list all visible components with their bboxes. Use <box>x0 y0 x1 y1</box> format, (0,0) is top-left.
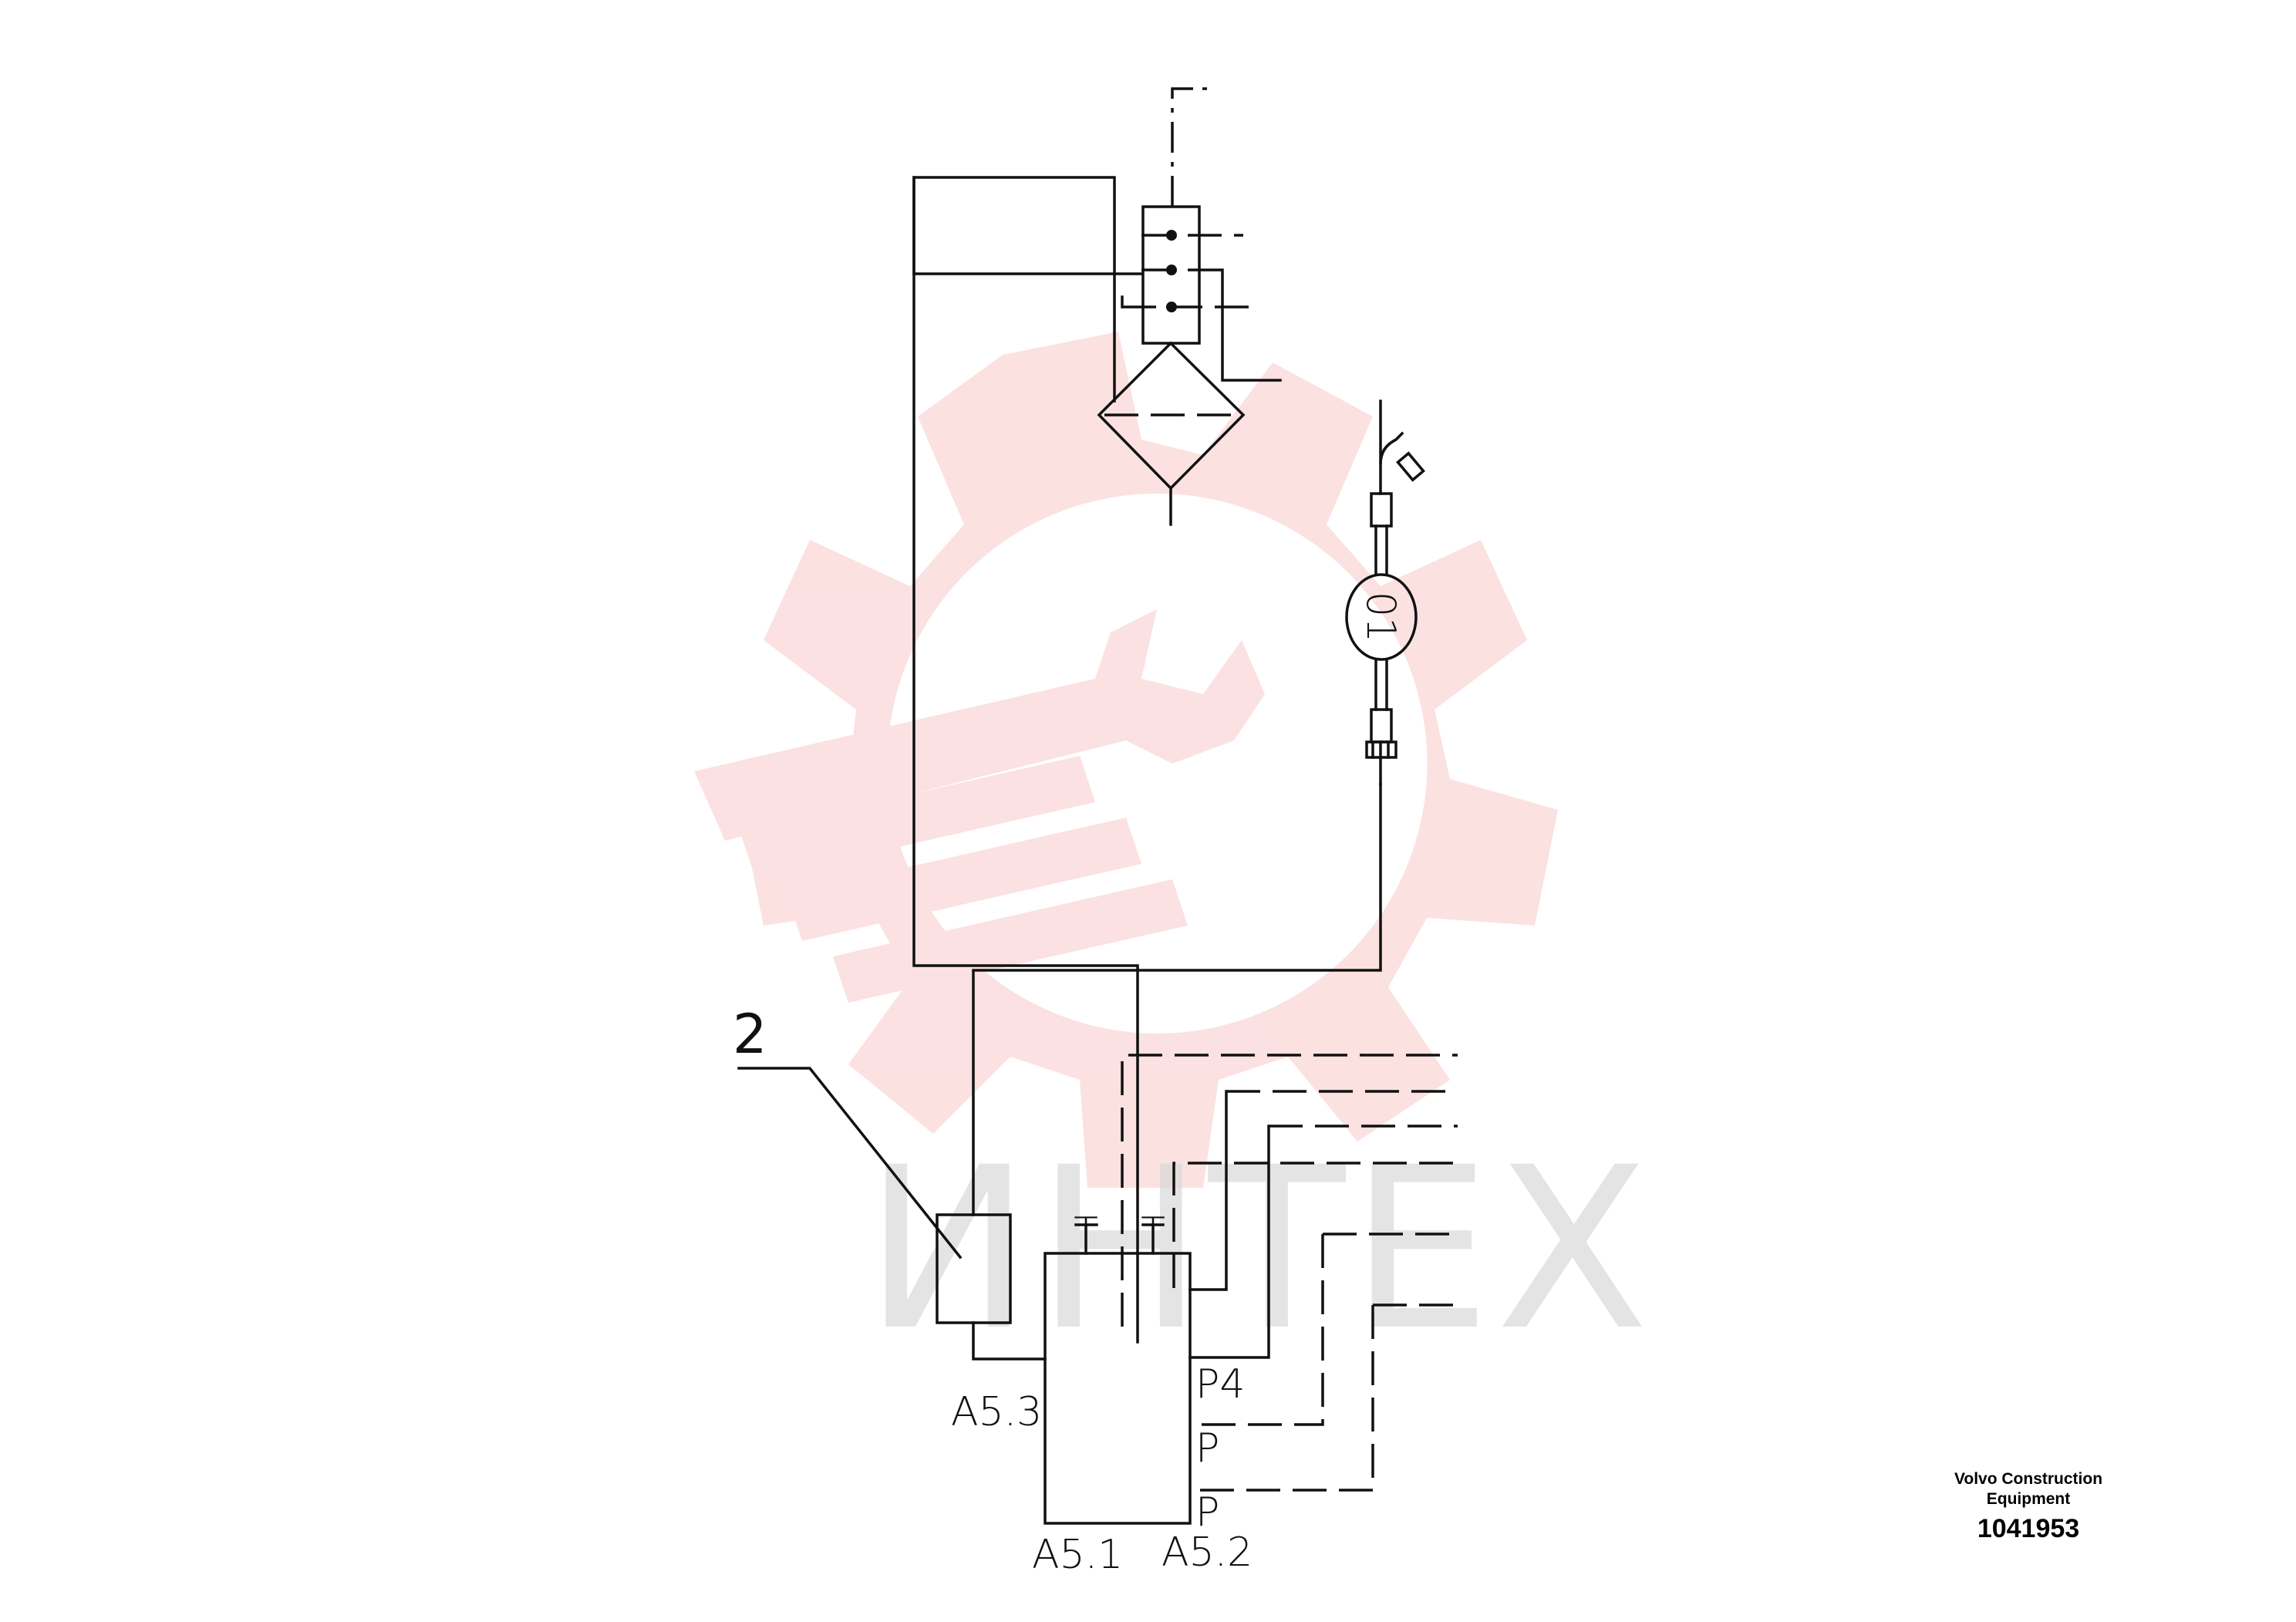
port-p-lower: P <box>1195 1489 1219 1536</box>
watermark-text: ИНТЕХ <box>864 1120 1654 1380</box>
port-p4: P4 <box>1195 1361 1245 1408</box>
port-a51: A5.1 <box>1032 1532 1123 1578</box>
pressure-hose-assembly: 01 <box>1345 400 1426 786</box>
part-number: 1041953 <box>1977 1514 2080 1543</box>
port-a53: A5.3 <box>951 1389 1042 1435</box>
manufacturer-line-1: Volvo Construction <box>1954 1470 2103 1488</box>
pressure-gauge-icon <box>1345 573 1418 661</box>
port-t-left: T <box>1074 1209 1098 1256</box>
callout-number: 2 <box>733 1003 767 1066</box>
manufacturer-label: Volvo Construction Equipment <box>1913 1469 2144 1509</box>
valve-block <box>1043 1252 1192 1525</box>
port-p-upper: P <box>1195 1425 1219 1472</box>
watermark-logo <box>694 332 1558 1188</box>
gauge-marking: 01 <box>1357 592 1404 642</box>
port-a52: A5.2 <box>1161 1529 1253 1576</box>
manufacturer-line-2: Equipment <box>1986 1490 2071 1508</box>
watermark-wrench-icon <box>694 609 1265 841</box>
port-t-right: T <box>1141 1209 1165 1256</box>
